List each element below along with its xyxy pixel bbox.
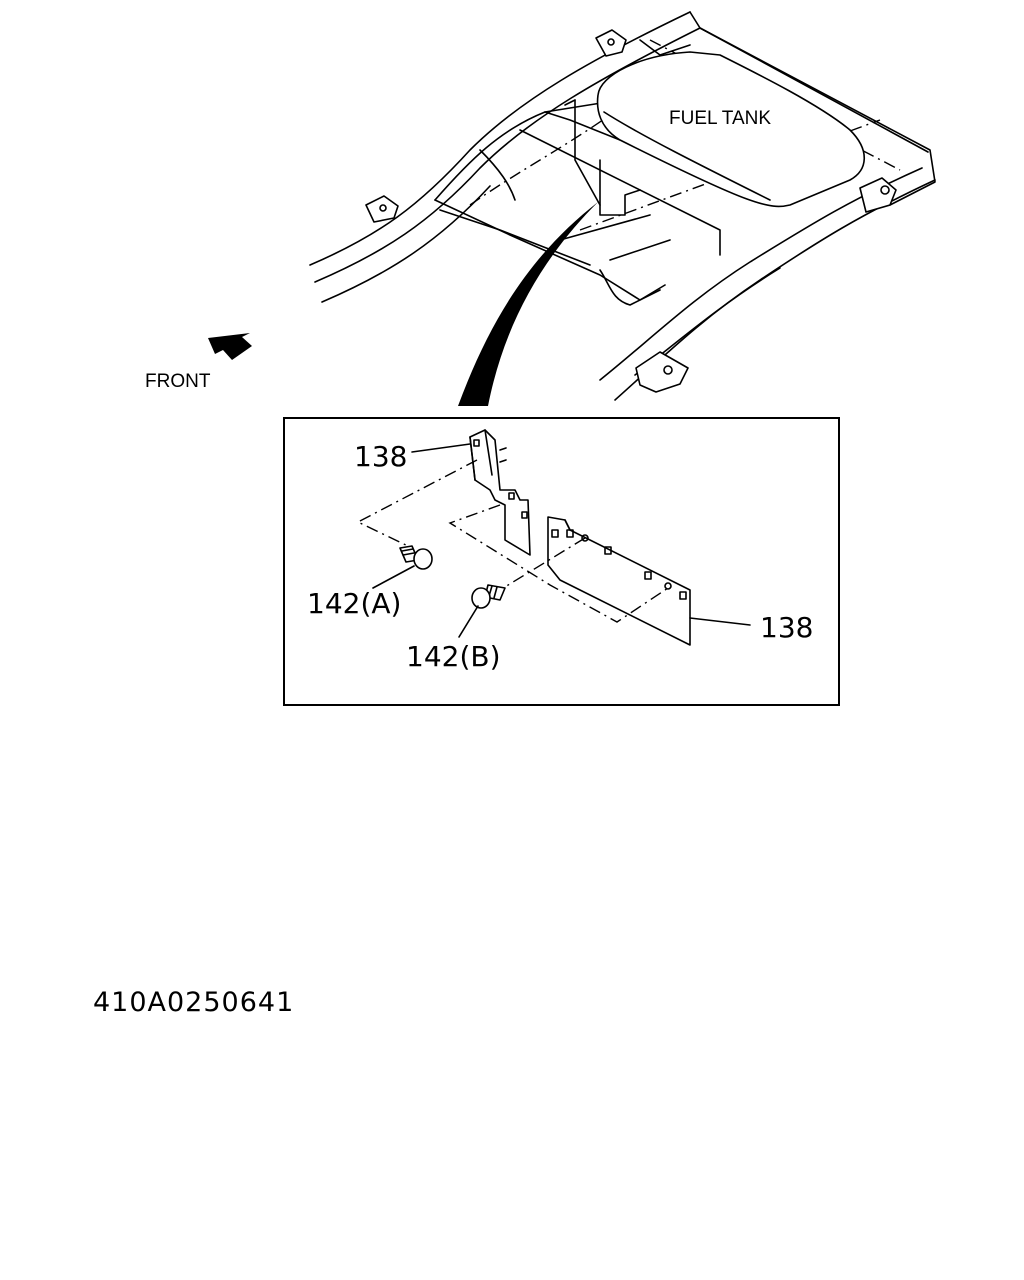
figure-code: 410A0250641 xyxy=(93,987,294,1018)
front-label: FRONT xyxy=(145,371,211,392)
part-number-142b: 142(B) xyxy=(406,640,501,673)
part-number-142a: 142(A) xyxy=(307,587,401,620)
bolt-b-icon xyxy=(471,584,506,609)
shield-plate-part xyxy=(547,516,691,646)
callout-leader xyxy=(458,202,598,406)
chassis-frame: FUEL TANK xyxy=(309,11,936,401)
fuel-tank-label: FUEL TANK xyxy=(669,108,771,129)
front-arrow-icon xyxy=(208,333,252,360)
bracket-part xyxy=(469,429,531,556)
part-number-138-top: 138 xyxy=(354,440,407,473)
bolt-a-icon xyxy=(399,545,433,570)
part-number-138-right: 138 xyxy=(760,611,813,644)
detail-box xyxy=(283,417,840,706)
